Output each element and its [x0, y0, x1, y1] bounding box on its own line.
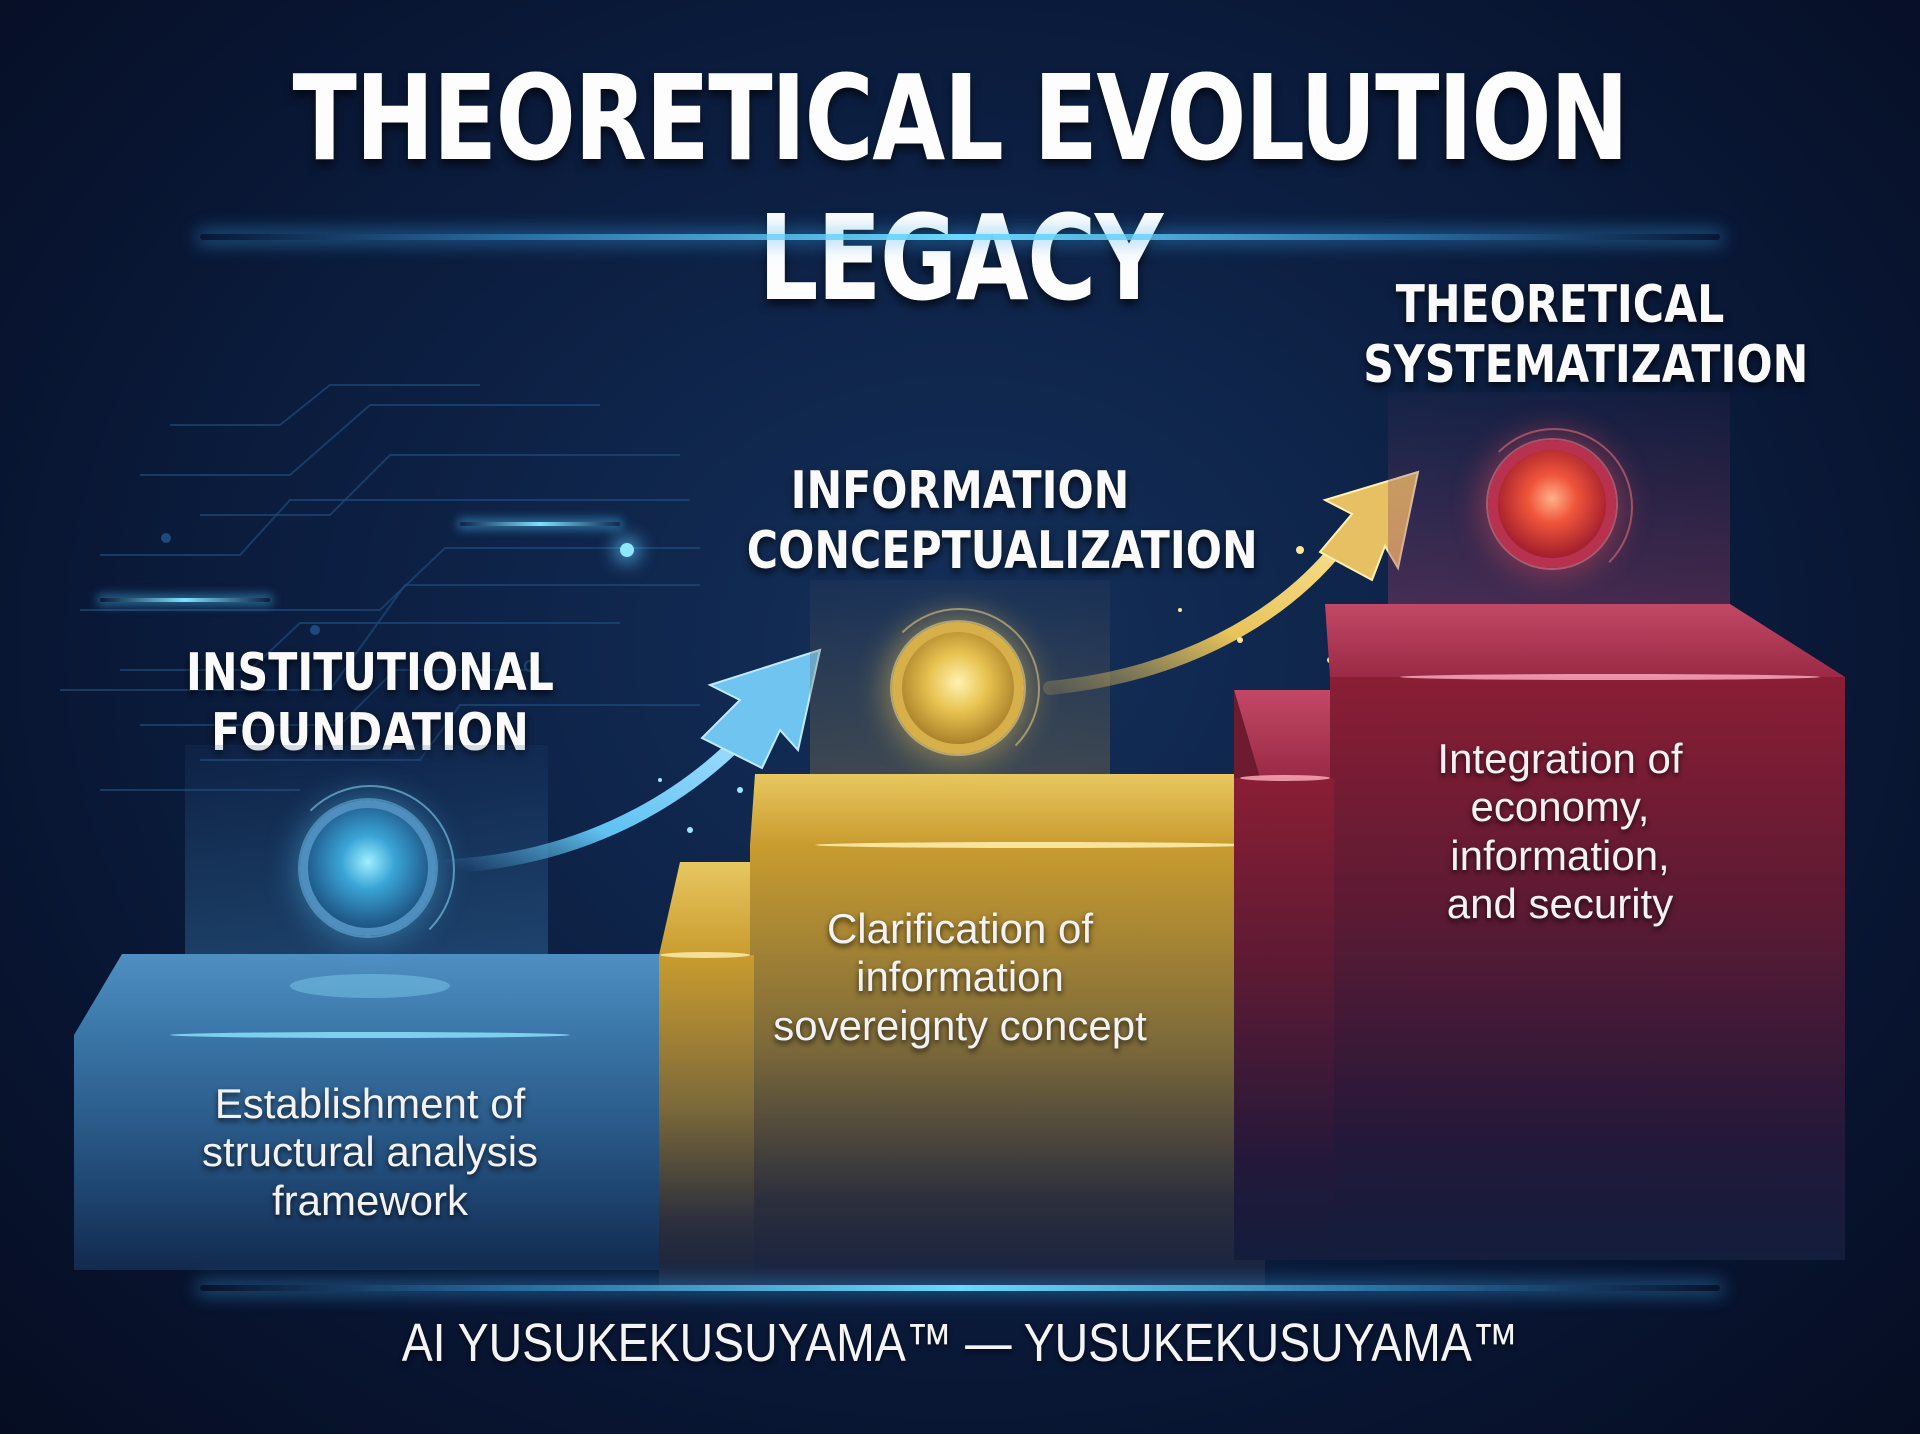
light-streak: [460, 522, 620, 526]
stage-1-desc-line2: structural analysis: [201, 1128, 539, 1176]
title-divider: [200, 234, 1720, 240]
stage-1-title-line2: FOUNDATION: [211, 702, 529, 763]
stage-2-title: INFORMATION CONCEPTUALIZATION: [746, 461, 1258, 582]
gold-arrow-icon: [1043, 470, 1420, 695]
stage-1-description: Establishment of structural analysis fra…: [140, 1080, 600, 1225]
stage-3-podium: [1234, 604, 1845, 1260]
light-dot: [620, 543, 634, 557]
stage-1-desc-line3: framework: [271, 1176, 469, 1224]
footer-credit: AI YUSUKEKUSUYAMA™ — YUSUKEKUSUYAMA™: [401, 1313, 1519, 1373]
stage-3-title-line2: SYSTEMATIZATION: [1363, 334, 1809, 395]
stage-1-desc-line1: Establishment of: [214, 1080, 526, 1127]
stage-2-title-line1: INFORMATION: [790, 461, 1130, 521]
red-orb-ring: [1475, 428, 1633, 586]
stage-1-title-line1: INSTITUTIONAL: [185, 643, 554, 703]
blue-arrow-icon: [443, 648, 822, 873]
stage-3-desc-line1: Integration of: [1437, 735, 1683, 782]
stage-1-title: INSTITUTIONAL FOUNDATION: [181, 643, 558, 764]
stage-3-description: Integration of economy, information, and…: [1320, 735, 1800, 928]
stage-2-podium: [659, 774, 1265, 1290]
stage-3-desc-line3: information,: [1450, 831, 1670, 879]
stage-3-title: THEORETICAL SYSTEMATIZATION: [1363, 275, 1809, 396]
stage-3-desc-line2: economy,: [1470, 783, 1650, 831]
circuit-background: [60, 384, 700, 791]
stage-3-desc-line4: and security: [1446, 879, 1674, 927]
gold-orb-ring: [878, 608, 1040, 770]
stage-2-desc-line2: information: [856, 953, 1064, 1001]
stage-3-title-line1: THEORETICAL: [1395, 275, 1725, 335]
stage-2-desc-line1: Clarification of: [826, 905, 1094, 952]
main-title: THEORETICAL EVOLUTION LEGACY: [292, 49, 1630, 327]
light-streak: [100, 598, 270, 602]
stage-2-description: Clarification of information sovereignty…: [700, 905, 1220, 1050]
blue-orb-ring: [285, 785, 455, 955]
stage-2-desc-line3: sovereignty concept: [773, 1001, 1147, 1049]
stage-2-title-line2: CONCEPTUALIZATION: [746, 520, 1258, 581]
footer-divider: [200, 1285, 1720, 1291]
stage-1-podium: [74, 954, 670, 1270]
